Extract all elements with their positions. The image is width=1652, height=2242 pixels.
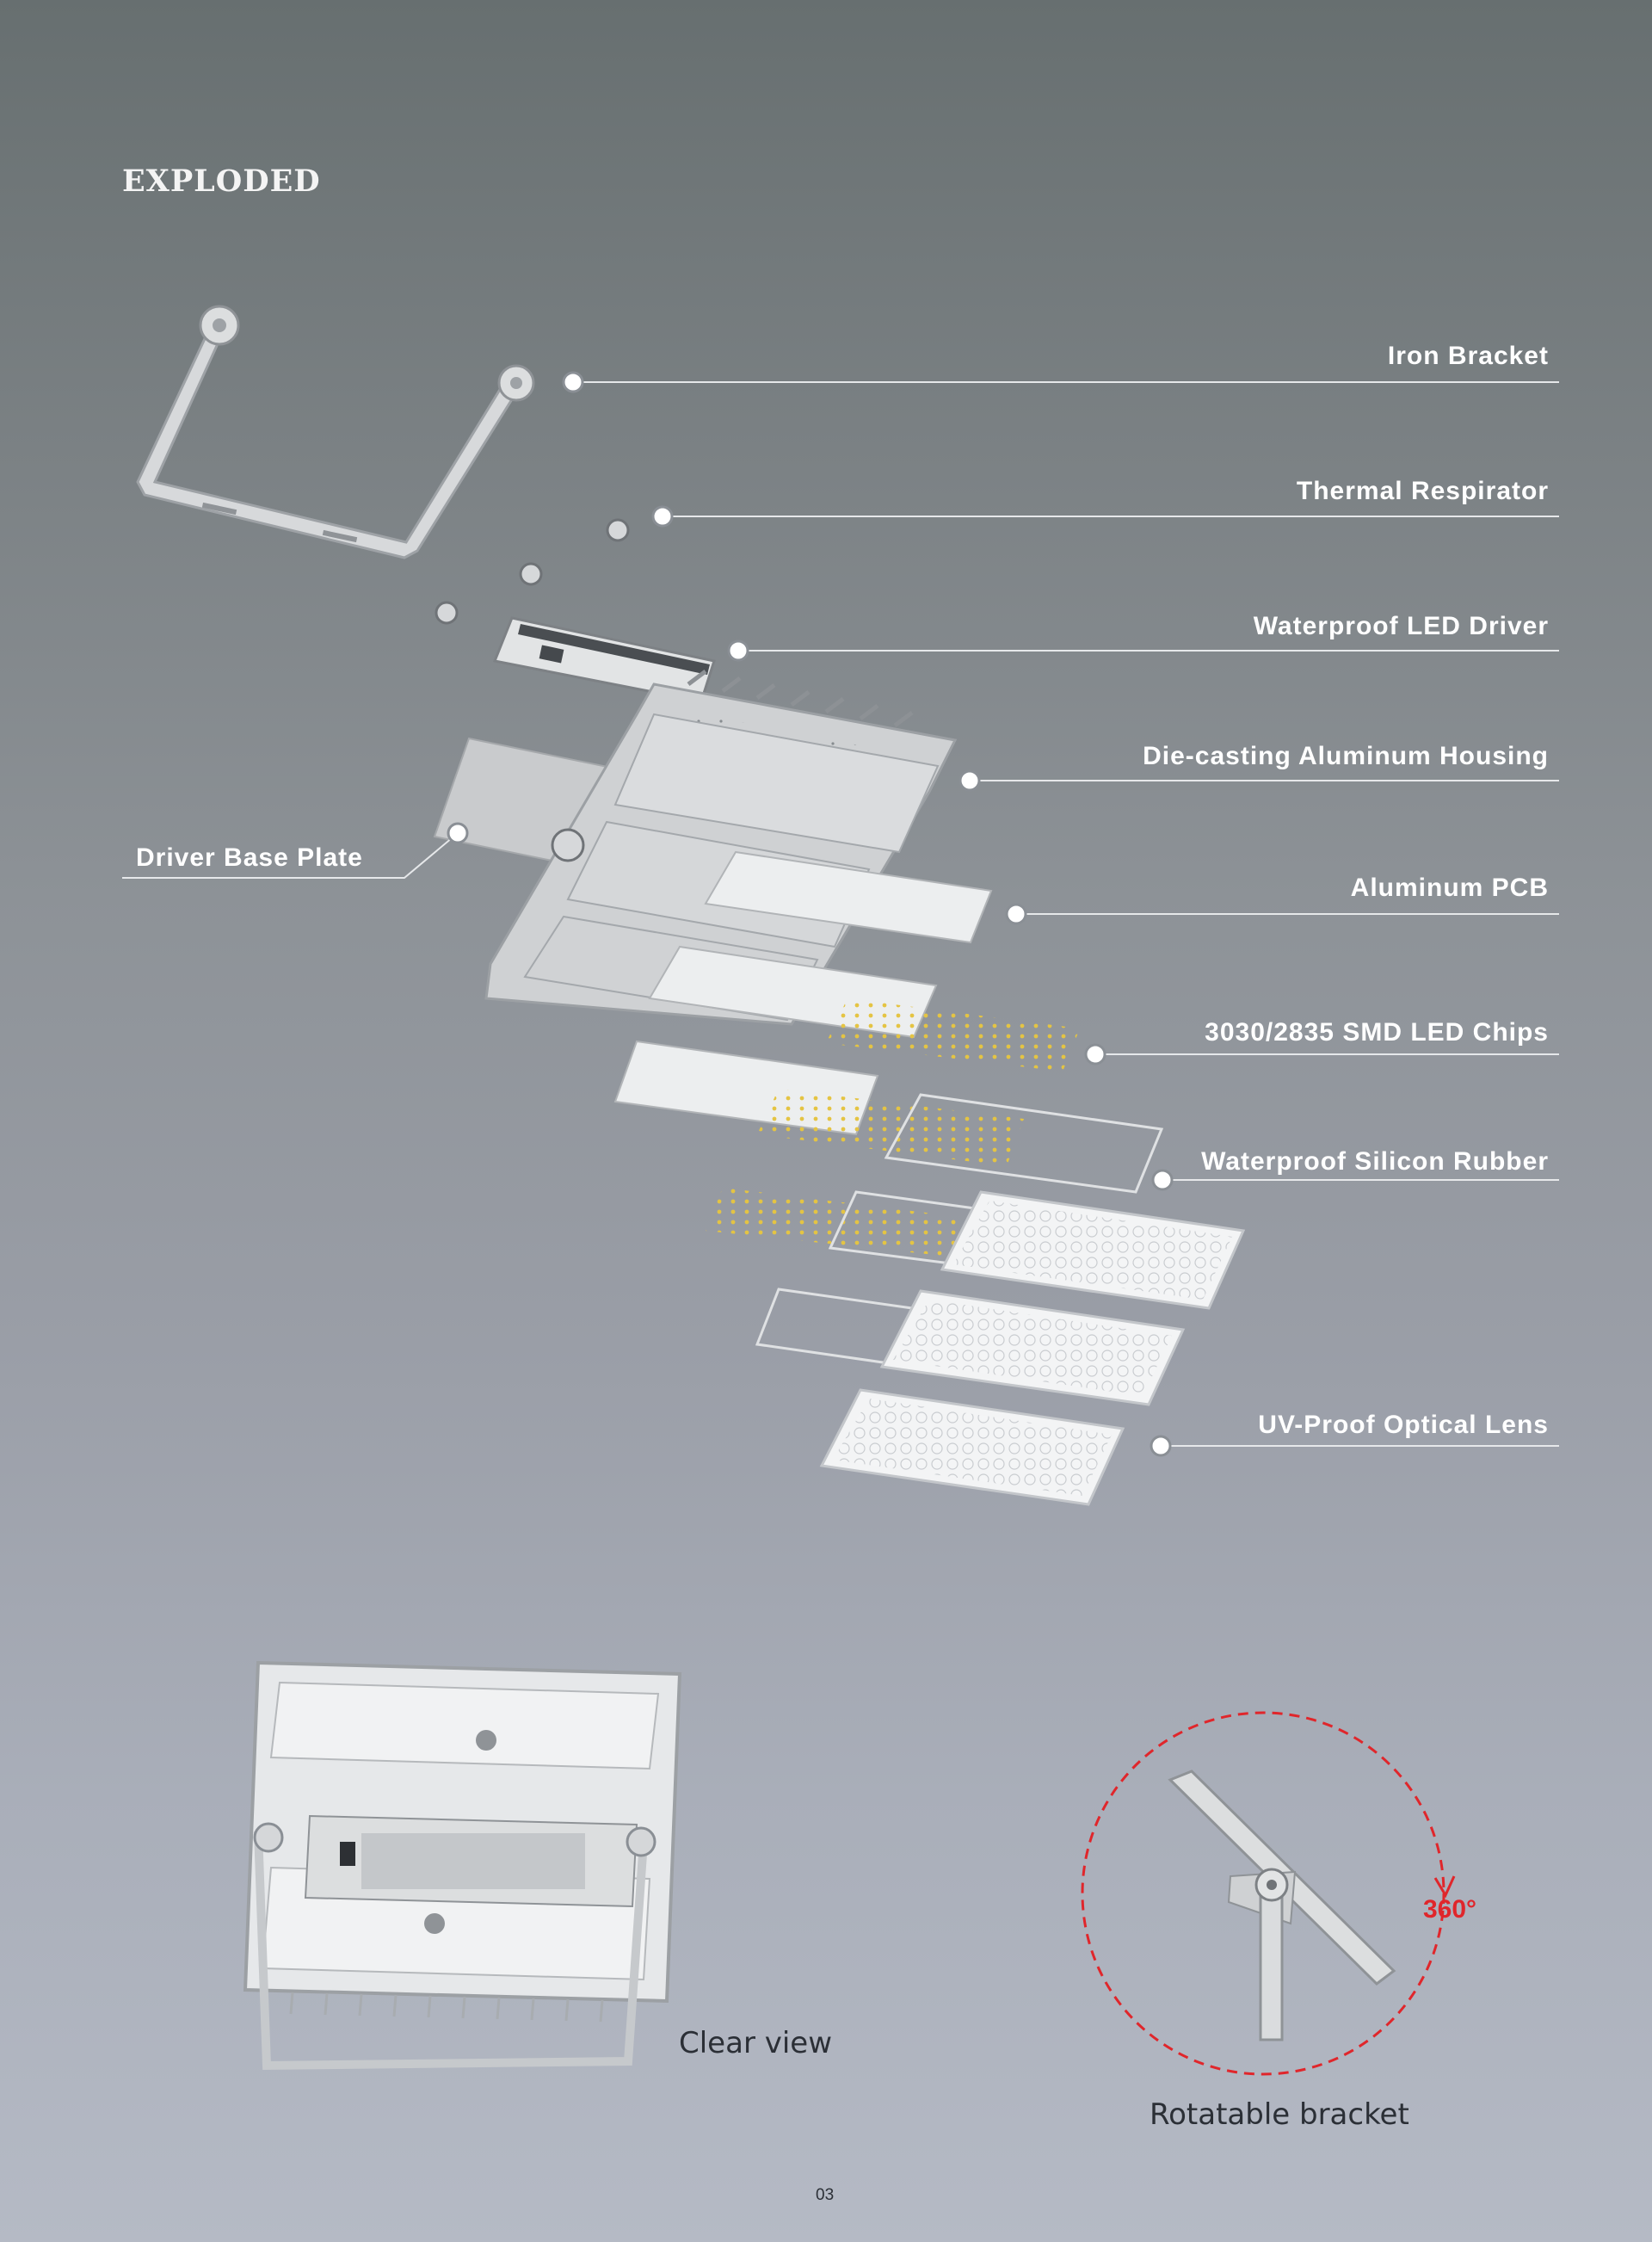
caption-rotatable-bracket: Rotatable bracket (1150, 2097, 1409, 2132)
page-number: 03 (816, 2186, 835, 2204)
callout-aluminum-pcb: Aluminum PCB (1350, 874, 1549, 902)
callout-iron-bracket: Iron Bracket (1387, 342, 1549, 370)
callout-thermal-respirator: Thermal Respirator (1296, 477, 1549, 505)
optical-lens-part (819, 1190, 1246, 1506)
callout-smd-led-chips: 3030/2835 SMD LED Chips (1205, 1018, 1549, 1047)
callout-die-casting-housing: Die-casting Aluminum Housing (1143, 742, 1549, 770)
callout-waterproof-led-driver: Waterproof LED Driver (1253, 612, 1549, 640)
led-driver-part (492, 616, 716, 703)
callout-markers (447, 371, 1174, 1457)
callout-driver-base-plate: Driver Base Plate (136, 843, 363, 872)
thermal-respirator-part (435, 518, 630, 625)
rotation-degree-label: 360° (1423, 1895, 1477, 1924)
rotatable-bracket-image (1081, 1711, 1456, 2076)
caption-clear-view: Clear view (679, 2026, 833, 2060)
callout-uv-proof-lens: UV-Proof Optical Lens (1258, 1411, 1549, 1439)
leader-lines (122, 381, 1559, 1447)
assembled-light-image (243, 1660, 682, 2071)
led-chips-part (706, 998, 1080, 1257)
callout-waterproof-silicon-rubber: Waterproof Silicon Rubber (1201, 1147, 1549, 1176)
page-heading: EXPLODED (122, 164, 321, 199)
iron-bracket-part (136, 305, 535, 559)
